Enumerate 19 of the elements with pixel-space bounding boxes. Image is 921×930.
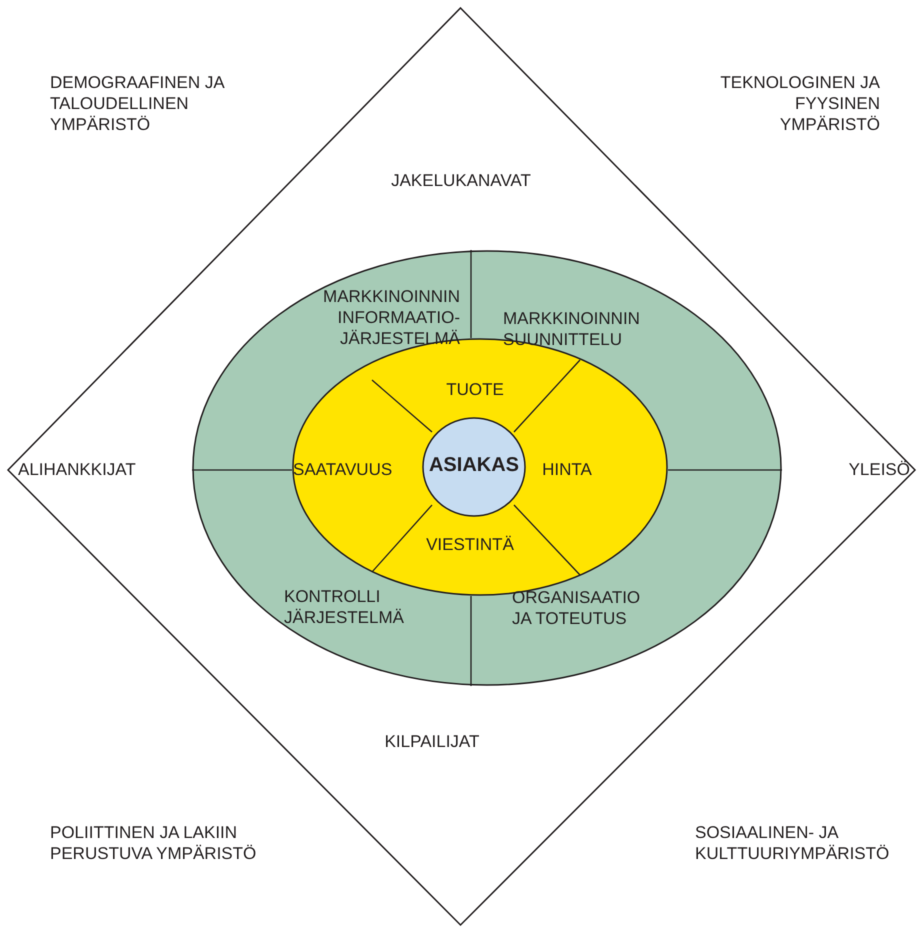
outer-ellipse: [192, 250, 782, 686]
segment-label: TUOTE: [445, 379, 505, 400]
environment-label: TEKNOLOGINEN JA FYYSINEN YMPÄRISTÖ: [719, 72, 880, 135]
segment-label: MARKKINOINNIN SUUNNITTELU: [503, 308, 641, 350]
segment-label: KONTROLLI JÄRJESTELMÄ: [284, 586, 405, 628]
environment-label: SOSIAALINEN- JA KULTTUURIYMPÄRISTÖ: [695, 822, 890, 864]
segment-label: SAATAVUUS: [293, 459, 394, 480]
segment-label: MARKKINOINNIN INFORMAATIO- JÄRJESTELMÄ: [322, 286, 460, 349]
region-label: ALIHANKKIJAT: [18, 459, 137, 480]
segment-label: VIESTINTÄ: [425, 534, 515, 555]
environment-label: POLIITTINEN JA LAKIIN PERUSTUVA YMPÄRISTÖ: [50, 822, 258, 864]
center-label: ASIAKAS: [428, 455, 520, 476]
region-label: JAKELUKANAVAT: [390, 170, 532, 191]
segment-label: HINTA: [541, 459, 593, 480]
center-circle: [422, 417, 526, 517]
region-label: KILPAILIJAT: [384, 731, 480, 752]
region-label: YLEISÖ: [848, 459, 910, 480]
segment-label: ORGANISAATIO JA TOTEUTUS: [512, 587, 642, 629]
environment-label: DEMOGRAAFINEN JA TALOUDELLINEN YMPÄRISTÖ: [50, 72, 226, 135]
